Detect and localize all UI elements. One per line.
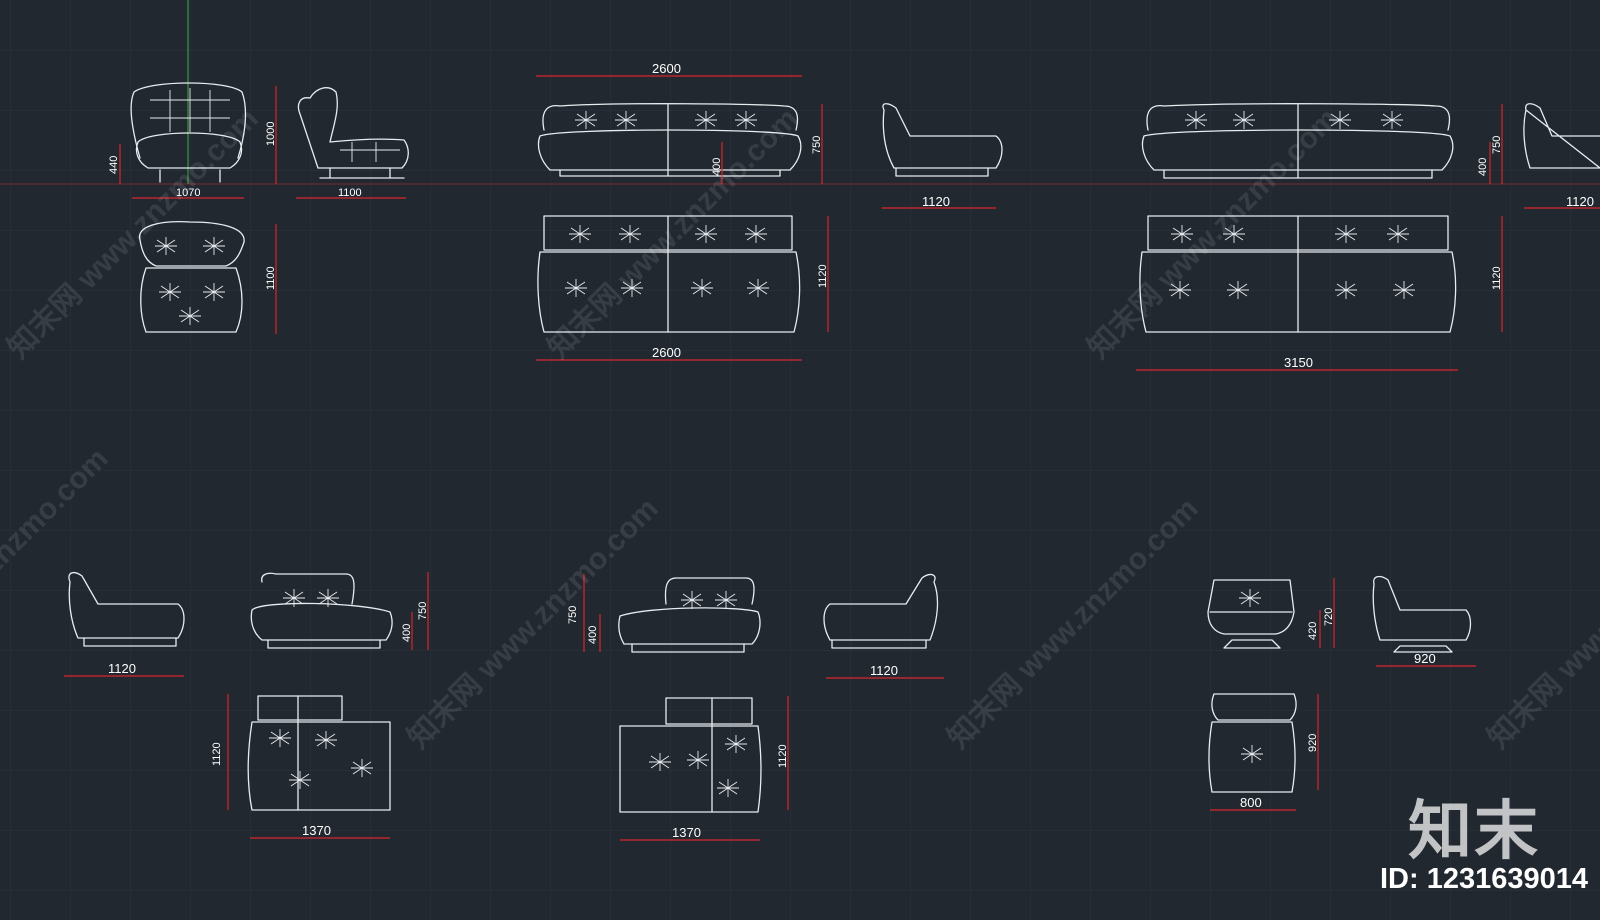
dim-sofa3150-depth: 1120 [1491,266,1503,290]
dim-sofa2600-height: 750 [811,136,823,154]
dim-swivel-depth: 920 [1307,734,1319,752]
dim-armchair-seat-height: 440 [108,156,120,174]
dim-sofa2600-seat: 400 [711,158,723,176]
module4-side-view [823,573,939,649]
module2-plan [247,695,391,811]
dim-sofa2600-depth: 1120 [817,264,829,288]
dim-module4-side: 1120 [870,663,898,678]
dim-module2-height: 750 [417,602,429,620]
dim-sofa3150-seat: 400 [1477,158,1489,176]
dim-armchair-front-width: 1070 [176,187,200,199]
module1-side-view [68,571,185,647]
dim-sofa2600-width-top: 2600 [652,61,681,76]
dim-module2-seat: 400 [401,624,413,642]
sofa-side-view-b [1523,103,1600,169]
dim-armchair-side-depth: 1100 [338,187,362,199]
swivel-chair-plan [1208,693,1297,793]
sofa-side-view-a [882,103,1003,177]
asset-id-label: ID: 1231639014 [1380,863,1588,895]
dim-swivel-width: 800 [1240,795,1262,810]
armchair-side-view [297,87,409,179]
sofa-3150-elevation [1141,103,1454,179]
armchair-front-view [130,82,247,183]
dim-module1-side: 1120 [108,661,136,676]
dim-module2-width: 1370 [302,823,331,838]
dim-swivel-height: 720 [1323,608,1335,626]
dim-module3-depth: 1120 [777,744,789,768]
dim-swivel-side: 920 [1414,651,1436,666]
sofa-2600-plan [537,215,801,333]
swivel-chair-front [1207,579,1295,649]
dim-side-depth-a: 1120 [922,194,950,209]
dim-swivel-seat: 420 [1307,622,1319,640]
module3-plan [619,697,762,813]
module2-elevation [250,572,393,649]
armchair-plan-view [139,220,245,333]
dim-sofa3150-width: 3150 [1284,355,1313,370]
dim-armchair-plan-depth: 1100 [265,266,277,290]
module3-elevation [618,577,761,653]
dim-module2-depth: 1120 [211,742,223,766]
dim-side-depth-b: 1120 [1566,194,1594,209]
brand-logo-text: 知末 [1408,795,1540,869]
dim-module3-height: 750 [567,606,579,624]
dim-sofa3150-height: 750 [1491,136,1503,154]
dim-module3-width: 1370 [672,825,701,840]
dim-sofa2600-width-bottom: 2600 [652,345,681,360]
sofa-3150-plan [1139,215,1457,333]
sofa-2600-elevation [537,103,802,177]
swivel-chair-side [1372,575,1472,653]
dim-module3-seat: 400 [587,626,599,644]
dim-armchair-height: 1000 [265,122,277,146]
